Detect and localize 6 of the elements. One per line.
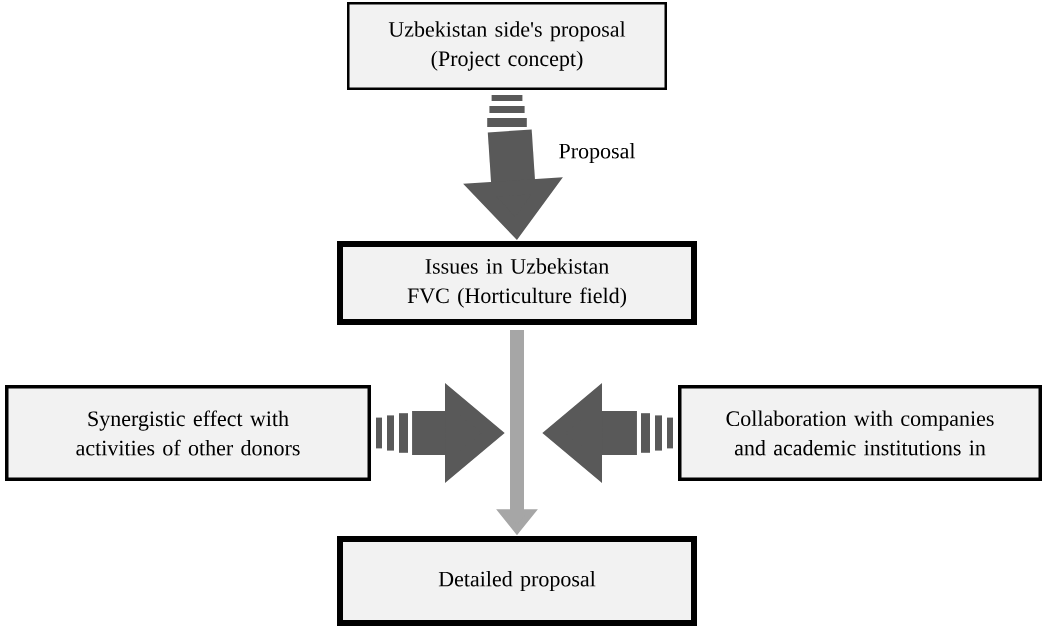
process-box: Issues in Uzbekistan FVC (Horticulture field) (337, 241, 697, 325)
process-box: Uzbekistan side's proposal (Project concept) (347, 2, 667, 90)
process-box: Detailed proposal (337, 536, 697, 626)
process-box: Synergistic effect with activities of other donors (5, 385, 371, 481)
process-box: Collaboration with companies and academic institutions in (678, 385, 1042, 481)
edge-label: Proposal (557, 141, 637, 165)
